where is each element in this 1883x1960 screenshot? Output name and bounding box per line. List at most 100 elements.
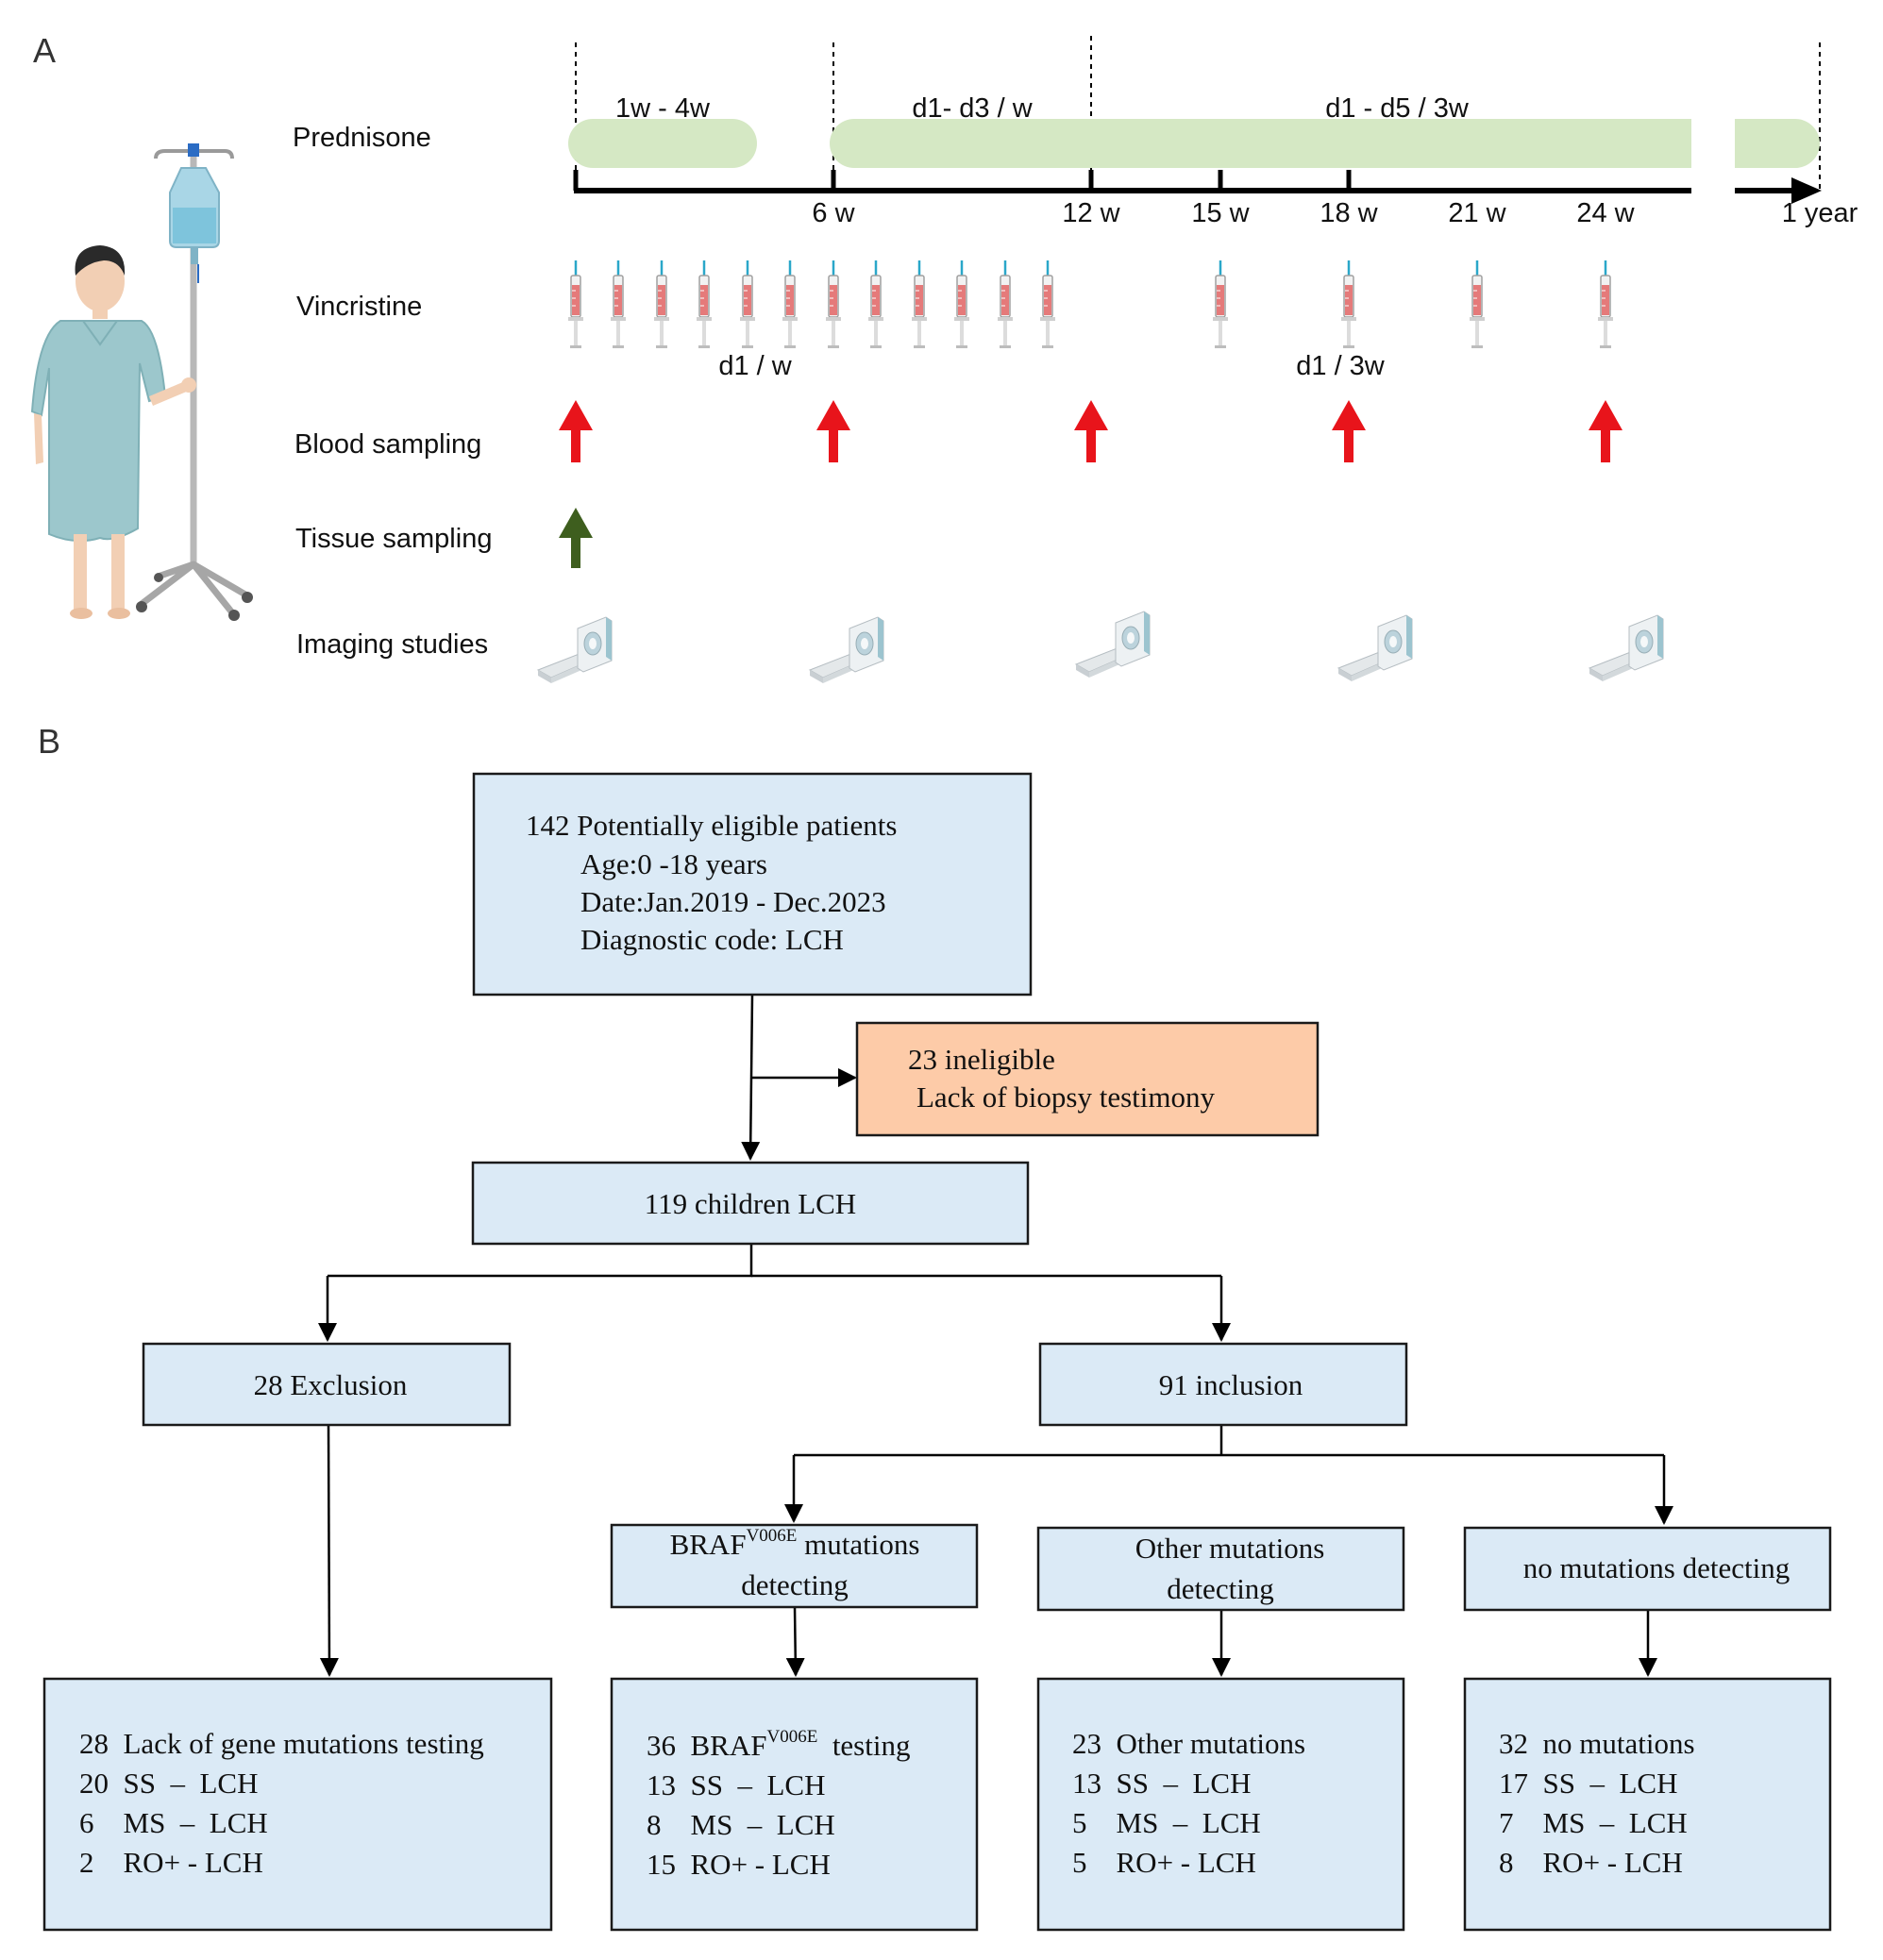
eligible-age-range: Age:0 -18 years — [580, 847, 767, 880]
exclusion-label: 28 Exclusion — [254, 1368, 408, 1401]
result-other-line: 5 RO+ - LCH — [1072, 1846, 1256, 1879]
row-label-blood-sampling: Blood sampling — [294, 429, 481, 460]
ineligible-reason: Lack of biopsy testimony — [916, 1081, 1215, 1114]
tick-label-6w: 6 w — [812, 198, 855, 228]
result-exclusion-line: 6 MS – LCH — [79, 1806, 268, 1839]
green-up-arrow-icon — [559, 508, 593, 568]
result-other-box — [1036, 1677, 1405, 1932]
tick-label-12w: 12 w — [1062, 198, 1120, 228]
result-nomut-box — [1463, 1677, 1832, 1932]
tick-label-15w: 15 w — [1191, 198, 1250, 228]
syringe-icon — [1211, 259, 1230, 350]
braf-mutation-title: BRAFV006E mutations — [670, 1526, 920, 1561]
children-lch-box — [471, 1161, 1030, 1246]
syringe-icon — [1038, 259, 1057, 350]
result-braf-count: 36 BRAF — [647, 1729, 766, 1762]
result-nomut-line: 8 RO+ - LCH — [1499, 1846, 1683, 1879]
other-mutation-title-line1: Other mutations — [1135, 1532, 1325, 1565]
syringe-icon — [910, 259, 929, 350]
prednisone-bar-phase2 — [830, 119, 1691, 168]
result-other-line: 23 Other mutations — [1072, 1727, 1305, 1760]
syringe-icon — [652, 259, 671, 350]
eligible-date-range: Date:Jan.2019 - Dec.2023 — [580, 885, 886, 918]
syringe-icon — [996, 259, 1015, 350]
exclusion-box — [142, 1342, 512, 1427]
imaging-scanners — [537, 611, 1664, 684]
inclusion-label: 91 inclusion — [1159, 1368, 1303, 1401]
result-braf-box — [610, 1677, 979, 1932]
syringe-icon — [609, 259, 628, 350]
eligible-diagnostic-code: Diagnostic code: LCH — [580, 923, 844, 956]
ct-scanner-icon — [537, 616, 613, 684]
eligible-patients-box — [472, 772, 1033, 997]
ct-scanner-icon — [1075, 611, 1151, 678]
syringe-icon — [695, 259, 714, 350]
syringe-icon — [738, 259, 757, 350]
result-other-line: 5 MS – LCH — [1072, 1806, 1261, 1839]
result-braf-line: 8 MS – LCH — [647, 1808, 835, 1841]
result-other-line: 13 SS – LCH — [1072, 1767, 1251, 1800]
eligible-patients-count: 142 Potentially eligible patients — [526, 809, 897, 842]
result-braf-line: 36 BRAFV006E testing — [647, 1727, 910, 1762]
red-up-arrow-icon — [1332, 400, 1366, 462]
no-mutation-title: no mutations detecting — [1523, 1551, 1790, 1584]
row-label-prednisone: Prednisone — [293, 123, 431, 153]
braf-suffix: mutations — [797, 1528, 919, 1561]
tick-label-1year: 1 year — [1782, 198, 1858, 228]
panel-b-label: B — [38, 722, 60, 761]
row-label-vincristine: Vincristine — [296, 292, 422, 322]
result-braf-variant: V006E — [766, 1727, 817, 1747]
prednisone-bar-phase1 — [568, 119, 757, 168]
red-up-arrow-icon — [1589, 400, 1622, 462]
prednisone-bar-phase3 — [1735, 119, 1820, 168]
panel-a-label: A — [33, 31, 56, 70]
syringe-icon — [781, 259, 799, 350]
vincristine-note-three-weekly: d1 / 3w — [1296, 351, 1386, 381]
prednisone-bars — [568, 119, 1820, 168]
result-nomut-line: 32 no mutations — [1499, 1727, 1695, 1760]
result-braf-line: 13 SS – LCH — [647, 1768, 825, 1801]
ct-scanner-icon — [809, 616, 884, 684]
tick-label-21w: 21 w — [1448, 198, 1506, 228]
red-up-arrow-icon — [1074, 400, 1108, 462]
vincristine-note-weekly: d1 / w — [718, 351, 792, 381]
braf-mutation-title-line2: detecting — [741, 1568, 849, 1601]
syringe-icon — [1468, 259, 1487, 350]
result-exclusion-box — [42, 1677, 553, 1932]
result-exclusion-line: 20 SS – LCH — [79, 1767, 258, 1800]
flow-connectors — [318, 994, 1673, 1677]
ineligible-box — [855, 1021, 1320, 1137]
red-up-arrow-icon — [559, 400, 593, 462]
braf-mutation-box — [610, 1523, 979, 1609]
phase-label-2: d1- d3 / w — [912, 93, 1033, 124]
result-nomut-line: 7 MS – LCH — [1499, 1806, 1688, 1839]
braf-gene: BRAF — [670, 1528, 747, 1561]
syringe-icon — [1339, 259, 1358, 350]
row-label-imaging-studies: Imaging studies — [296, 629, 488, 660]
syringe-icon — [1596, 259, 1615, 350]
syringe-icon — [866, 259, 885, 350]
phase-label-1: 1w - 4w — [615, 93, 711, 124]
red-up-arrow-icon — [816, 400, 850, 462]
syringe-icon — [952, 259, 971, 350]
no-mutation-box — [1463, 1526, 1832, 1612]
syringe-icon — [824, 259, 843, 350]
ct-scanner-icon — [1589, 614, 1664, 682]
ct-scanner-icon — [1337, 614, 1413, 682]
result-braf-suffix: testing — [817, 1729, 910, 1762]
result-exclusion-line: 28 Lack of gene mutations testing — [79, 1727, 484, 1760]
inclusion-box — [1038, 1342, 1408, 1427]
ineligible-count: 23 ineligible — [908, 1043, 1055, 1076]
result-nomut-line: 17 SS – LCH — [1499, 1767, 1677, 1800]
other-mutation-title-line2: detecting — [1167, 1572, 1274, 1605]
result-exclusion-line: 2 RO+ - LCH — [79, 1846, 263, 1879]
children-lch-label: 119 children LCH — [645, 1187, 856, 1220]
patient-illustration — [30, 143, 253, 621]
braf-variant: V006E — [747, 1526, 798, 1546]
row-label-tissue-sampling: Tissue sampling — [295, 524, 492, 554]
tick-label-24w: 24 w — [1576, 198, 1635, 228]
result-braf-line: 15 RO+ - LCH — [647, 1848, 831, 1881]
other-mutation-box — [1036, 1526, 1405, 1612]
syringe-icon — [566, 259, 585, 350]
tick-label-18w: 18 w — [1320, 198, 1378, 228]
